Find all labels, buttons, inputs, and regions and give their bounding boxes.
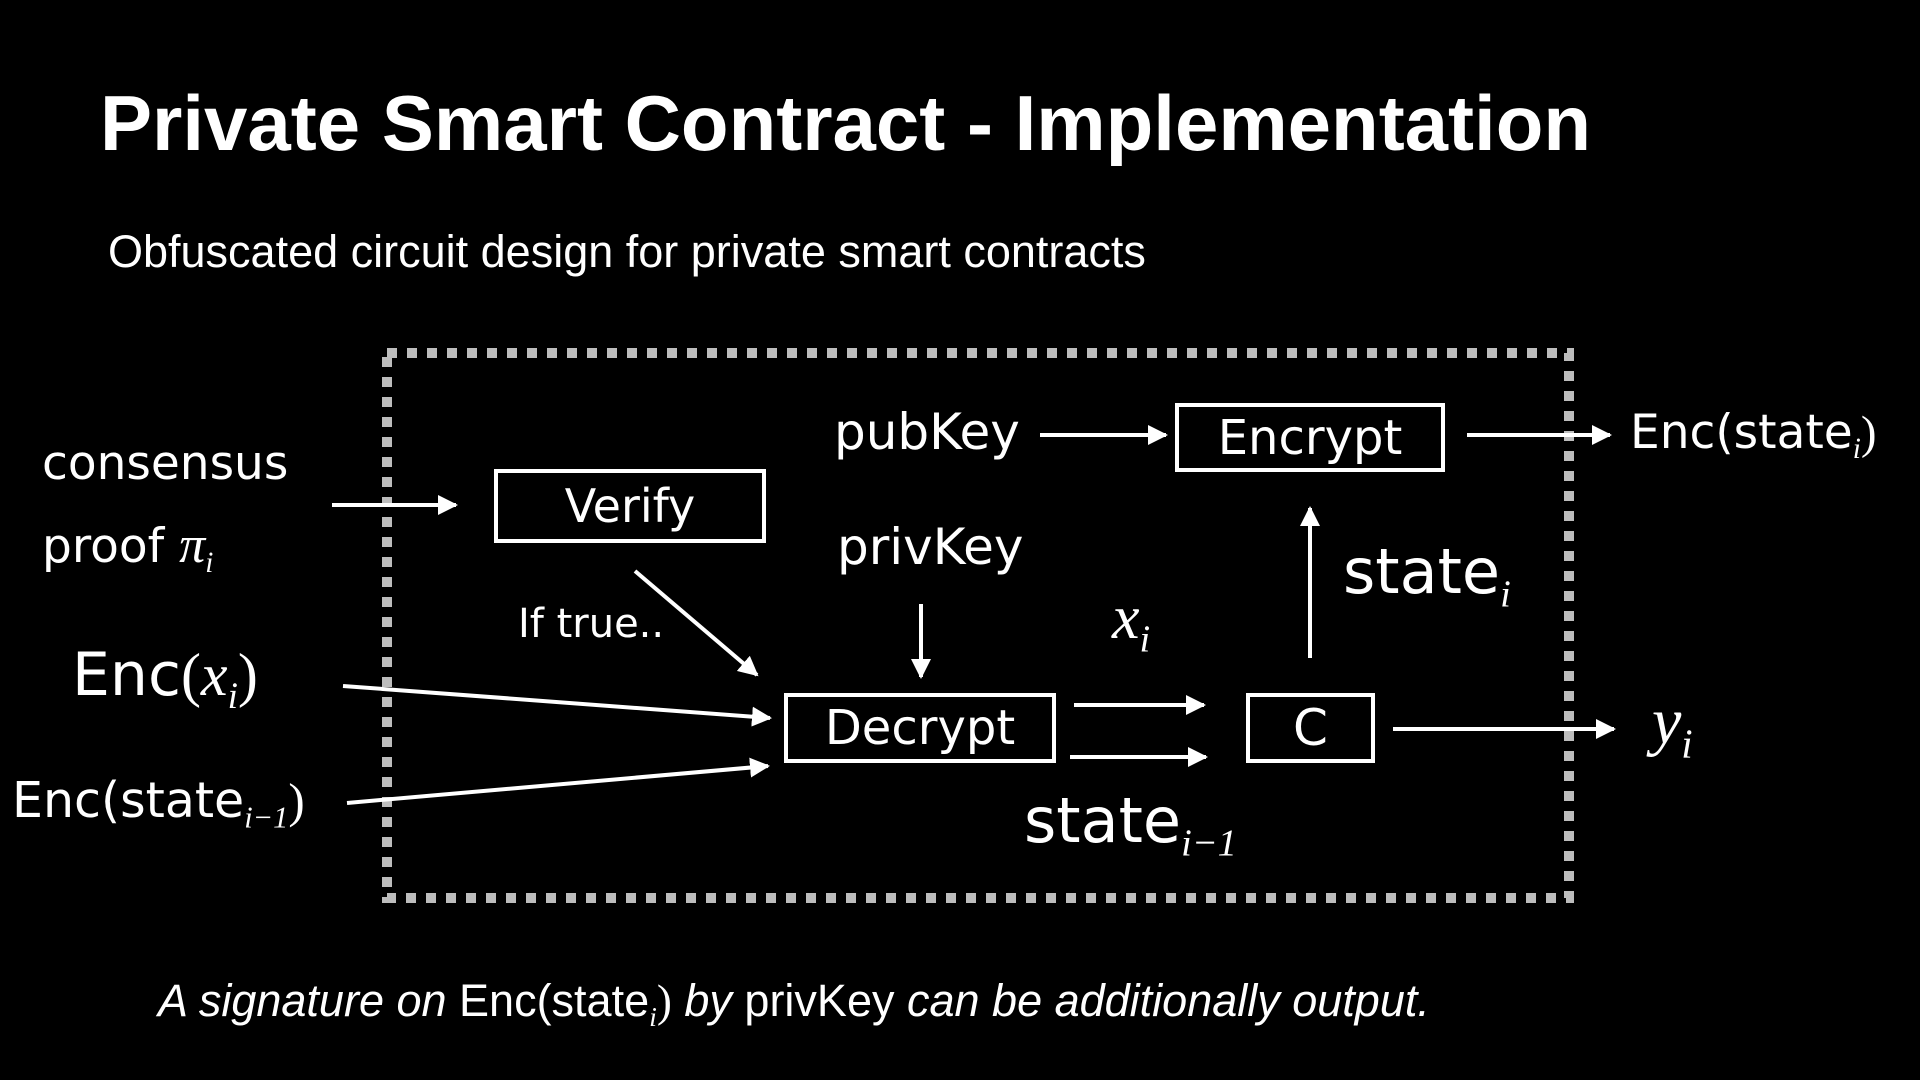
state-prev-label: statei−1 xyxy=(1024,784,1237,865)
enc-x-input-label: Enc(xi) xyxy=(72,640,258,718)
c-box: C xyxy=(1246,693,1375,763)
encrypt-label: Encrypt xyxy=(1217,409,1403,466)
enc-state-prev-input-label: Enc(statei−1) xyxy=(12,772,305,835)
enc-state-output-label: Enc(statei) xyxy=(1630,405,1877,466)
decrypt-box: Decrypt xyxy=(784,693,1056,763)
slide-title: Private Smart Contract - Implementation xyxy=(100,79,1591,167)
verify-label: Verify xyxy=(564,479,696,533)
if-true-label: If true.. xyxy=(518,601,665,647)
obfuscation-boundary xyxy=(382,348,1574,903)
footer-note: A signature on Enc(statei) by privKey ca… xyxy=(158,975,1430,1033)
x-i-label: xi xyxy=(1112,584,1151,661)
proof-pi-label: proof πi xyxy=(42,517,214,580)
verify-box: Verify xyxy=(494,469,766,543)
privkey-label: privKey xyxy=(837,518,1024,576)
consensus-label: consensus xyxy=(42,436,289,491)
slide-subtitle: Obfuscated circuit design for private sm… xyxy=(108,226,1146,277)
arrow-verify-to-decrypt xyxy=(633,569,759,677)
arrow-encstate-to-decrypt xyxy=(346,757,770,805)
state-i-label: statei xyxy=(1343,535,1511,616)
arrow-encx-to-decrypt xyxy=(342,684,772,727)
encrypt-box: Encrypt xyxy=(1175,403,1445,472)
decrypt-label: Decrypt xyxy=(824,700,1016,756)
c-label: C xyxy=(1293,699,1328,757)
pubkey-label: pubKey xyxy=(834,403,1020,461)
y-i-output-label: yi xyxy=(1652,685,1693,767)
